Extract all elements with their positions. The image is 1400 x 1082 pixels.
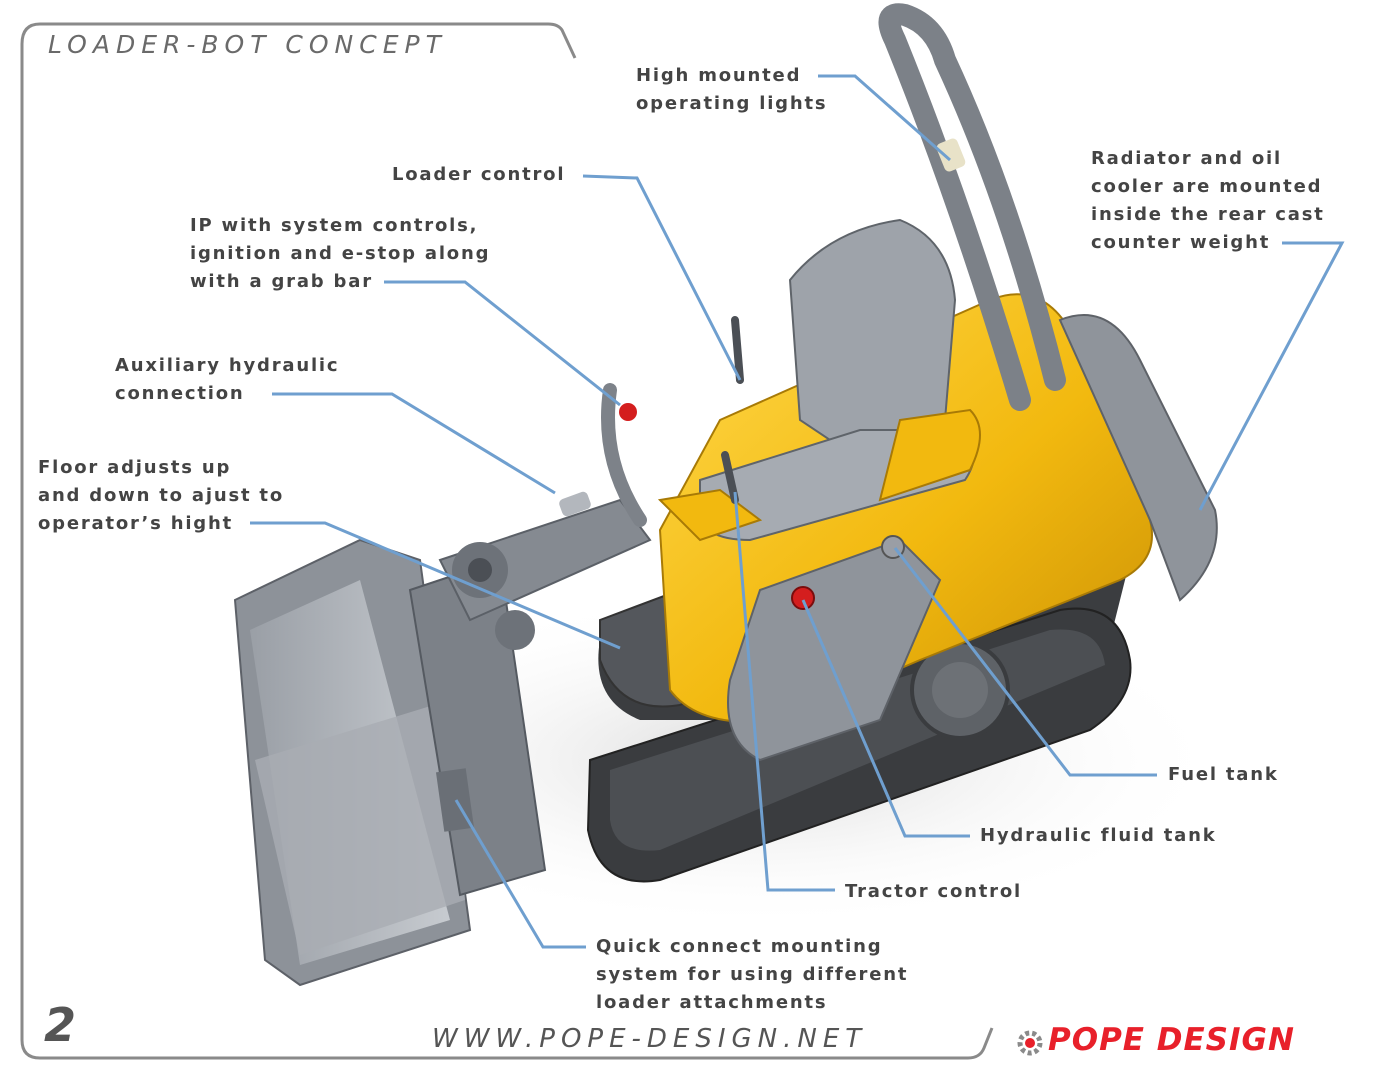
e-stop-button bbox=[619, 403, 637, 421]
leader-floor bbox=[250, 521, 621, 650]
leader-ip bbox=[384, 280, 621, 407]
leader-tractor bbox=[733, 491, 835, 892]
callout-ip-system-controls: IP with system controls, ignition and e-… bbox=[190, 215, 491, 292]
roll-bar bbox=[878, 3, 1066, 411]
hydraulic-cap bbox=[791, 586, 815, 610]
leader-aux bbox=[272, 392, 556, 495]
callout-hydraulic-fluid-tank: Hydraulic fluid tank bbox=[980, 825, 1217, 846]
callout-floor-adjusts: Floor adjusts up and down to ajust to op… bbox=[38, 457, 284, 534]
callout-tractor-control: Tractor control bbox=[845, 881, 1022, 902]
brand-logo: POPE DESIGN bbox=[1048, 1022, 1295, 1058]
callout-loader-control: Loader control bbox=[392, 164, 566, 185]
callout-operating-lights: High mounted operating lights bbox=[636, 65, 828, 114]
leader-loader-control bbox=[582, 174, 742, 381]
page-number: 2 bbox=[44, 998, 77, 1052]
controls bbox=[559, 316, 744, 527]
leader-lights bbox=[818, 74, 951, 162]
page-title: LOADER-BOT CONCEPT bbox=[48, 30, 447, 59]
loader-arms bbox=[438, 498, 652, 650]
leader-radiator bbox=[1198, 241, 1345, 511]
website-url[interactable]: WWW.POPE-DESIGN.NET bbox=[432, 1024, 868, 1054]
callout-auxiliary-hydraulic: Auxiliary hydraulic connection bbox=[115, 355, 340, 404]
operator-seat bbox=[657, 218, 981, 542]
gear-icon bbox=[1017, 1030, 1043, 1056]
callout-fuel-tank: Fuel tank bbox=[1168, 764, 1279, 785]
leader-quick-connect bbox=[454, 799, 586, 949]
callout-radiator: Radiator and oil cooler are mounted insi… bbox=[1091, 148, 1325, 253]
leader-lines bbox=[250, 74, 1345, 949]
leader-fuel bbox=[893, 547, 1157, 777]
leader-hydraulic bbox=[801, 599, 970, 838]
callout-quick-connect: Quick connect mounting system for using … bbox=[596, 936, 909, 1013]
